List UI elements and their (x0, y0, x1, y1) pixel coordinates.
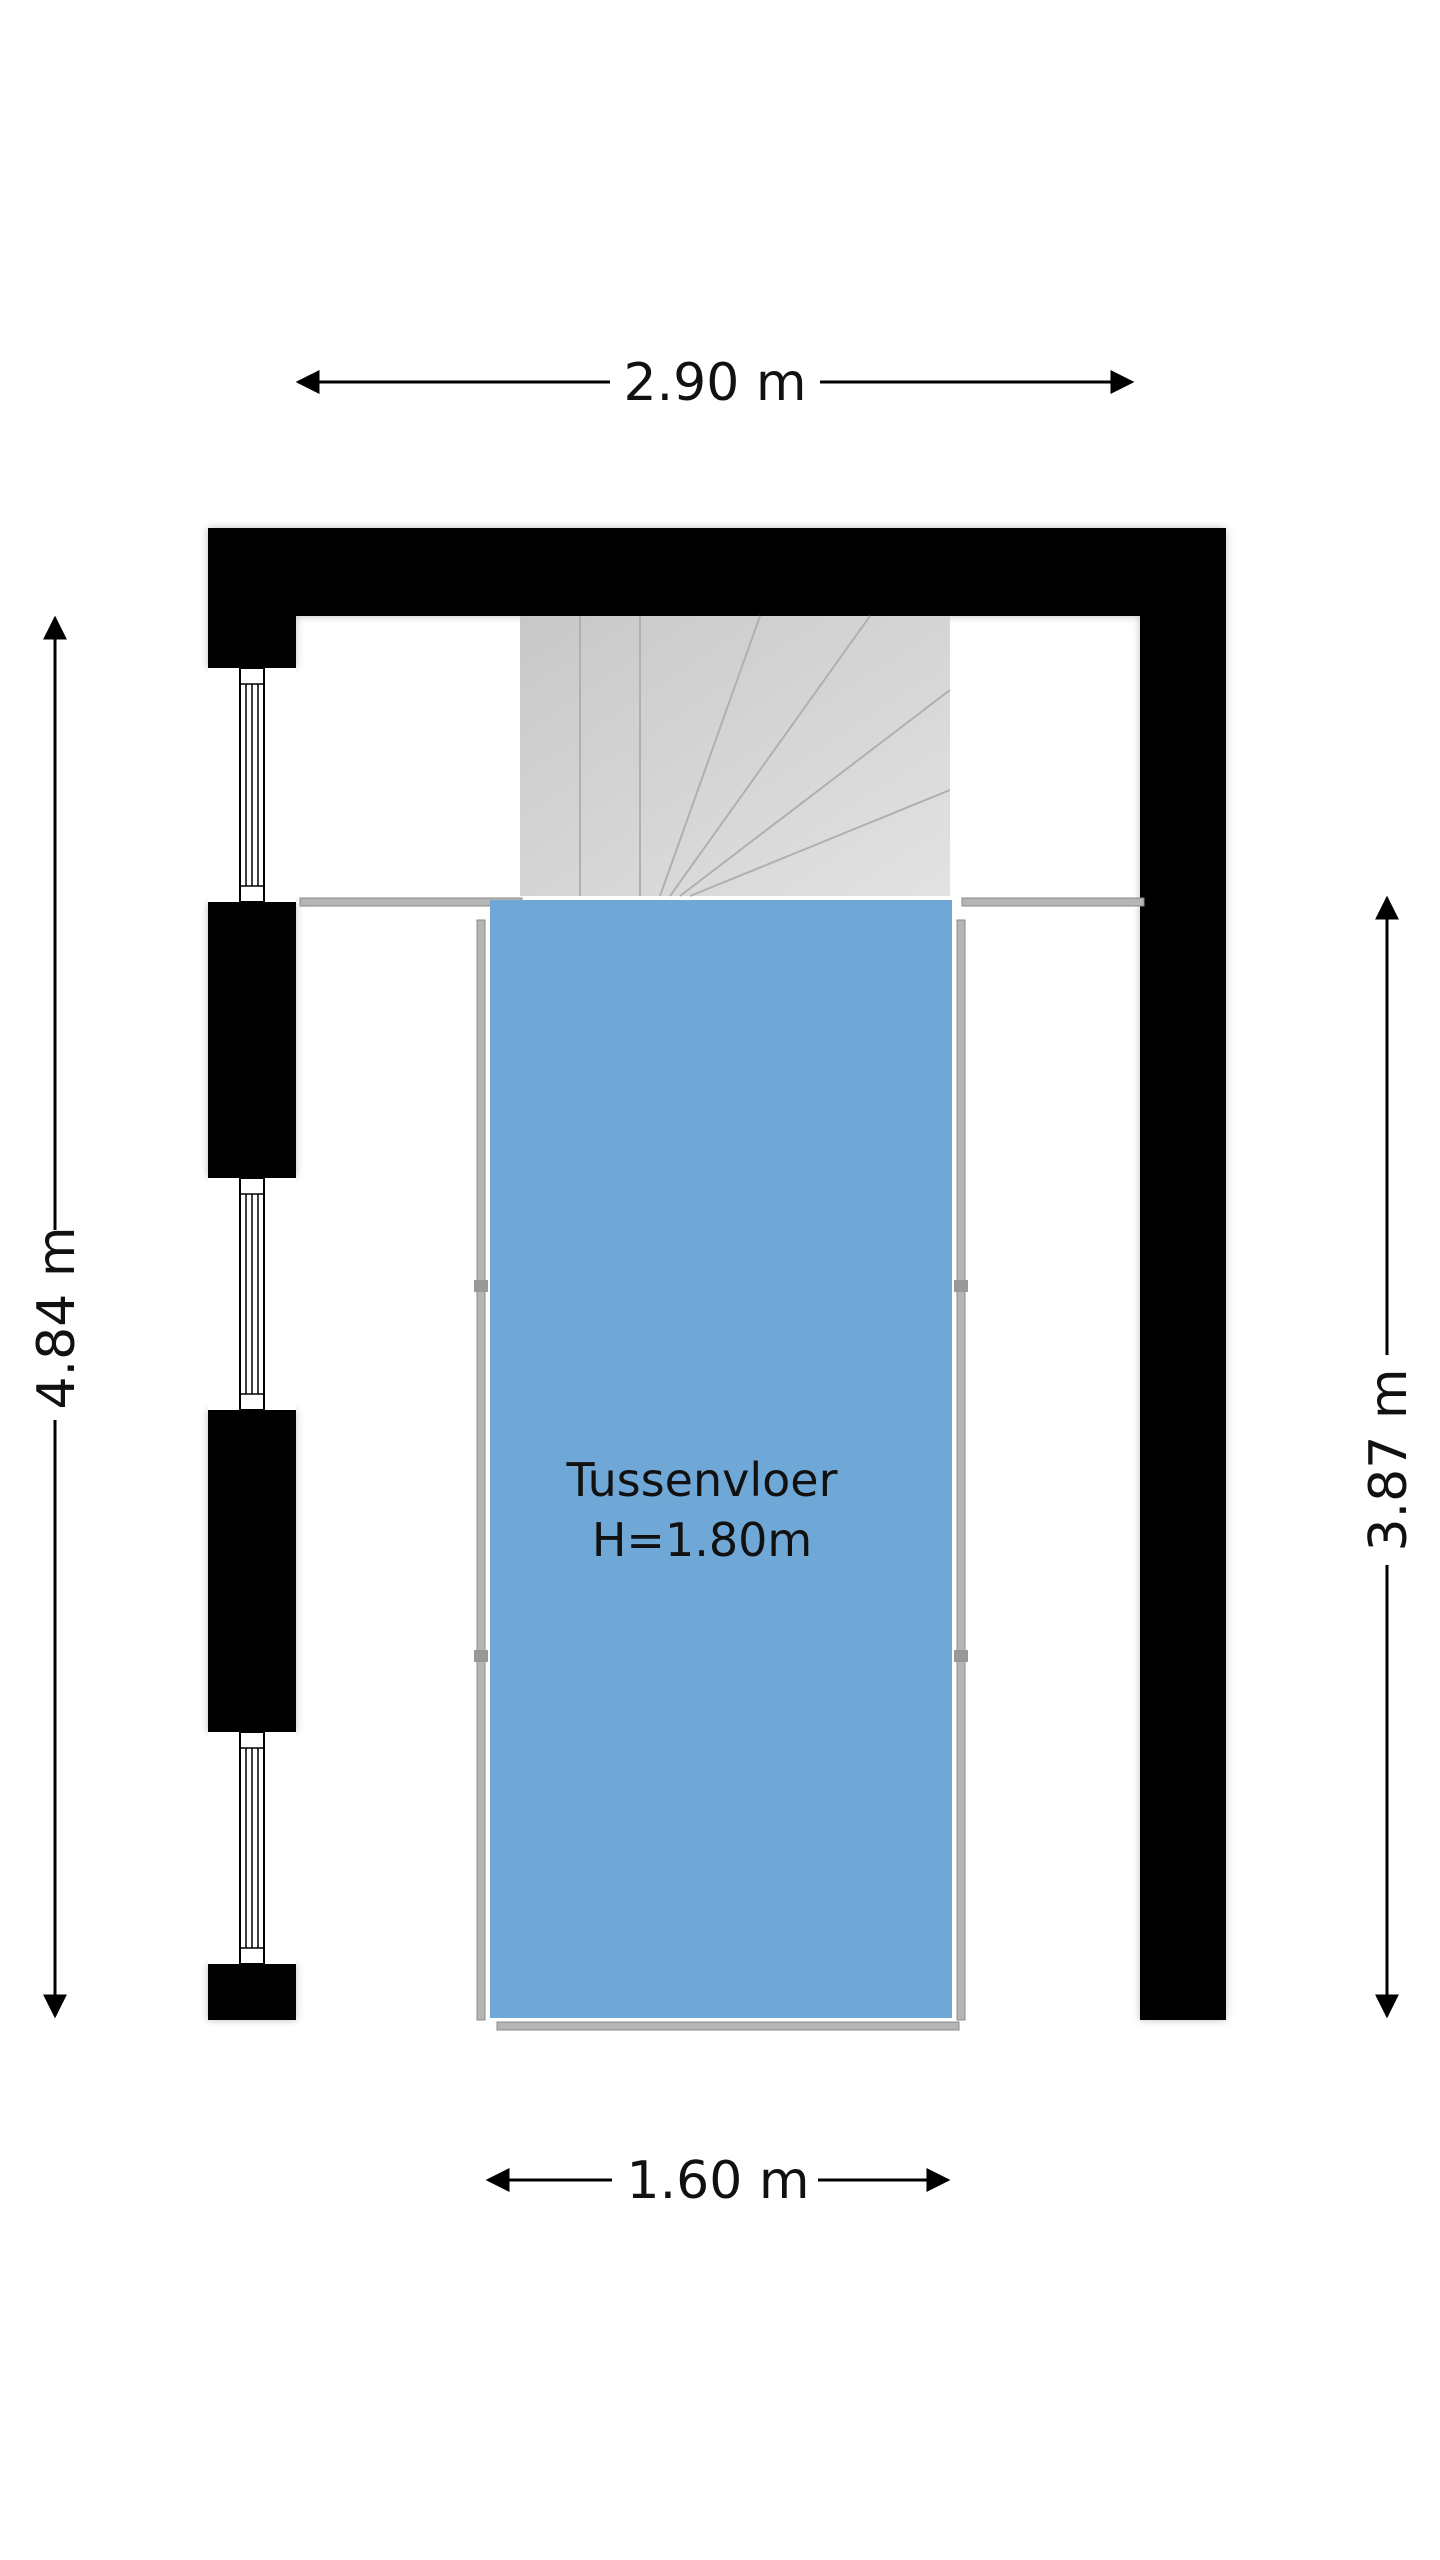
room-tussenvloer: Tussenvloer H=1.80m (490, 900, 952, 2018)
room-height: H=1.80m (592, 1513, 812, 1567)
dimension-left-label: 4.84 m (27, 1227, 87, 1410)
window (208, 1731, 296, 1965)
wall-left-segment (208, 902, 296, 1178)
wall-left-segment (208, 1410, 296, 1732)
window (208, 667, 296, 903)
dimension-bottom-label: 1.60 m (627, 2151, 810, 2211)
wall-top (208, 528, 1226, 616)
walls (208, 528, 1226, 2020)
wall-left-segment (208, 1964, 296, 2020)
room-area (490, 900, 952, 2018)
room-name: Tussenvloer (565, 1453, 837, 1507)
dimension-top: 2.90 m (295, 353, 1135, 413)
window (208, 1177, 296, 1411)
dimension-right-label: 3.87 m (1359, 1369, 1419, 1552)
staircase (520, 615, 951, 897)
railing (299, 897, 1145, 2031)
dimension-bottom: 1.60 m (485, 2151, 951, 2211)
wall-right (1140, 528, 1226, 2020)
wall-left-segment (208, 528, 296, 668)
dimension-top-label: 2.90 m (624, 353, 807, 413)
dimension-left: 4.84 m (27, 615, 87, 2019)
dimension-right: 3.87 m (1359, 895, 1419, 2019)
